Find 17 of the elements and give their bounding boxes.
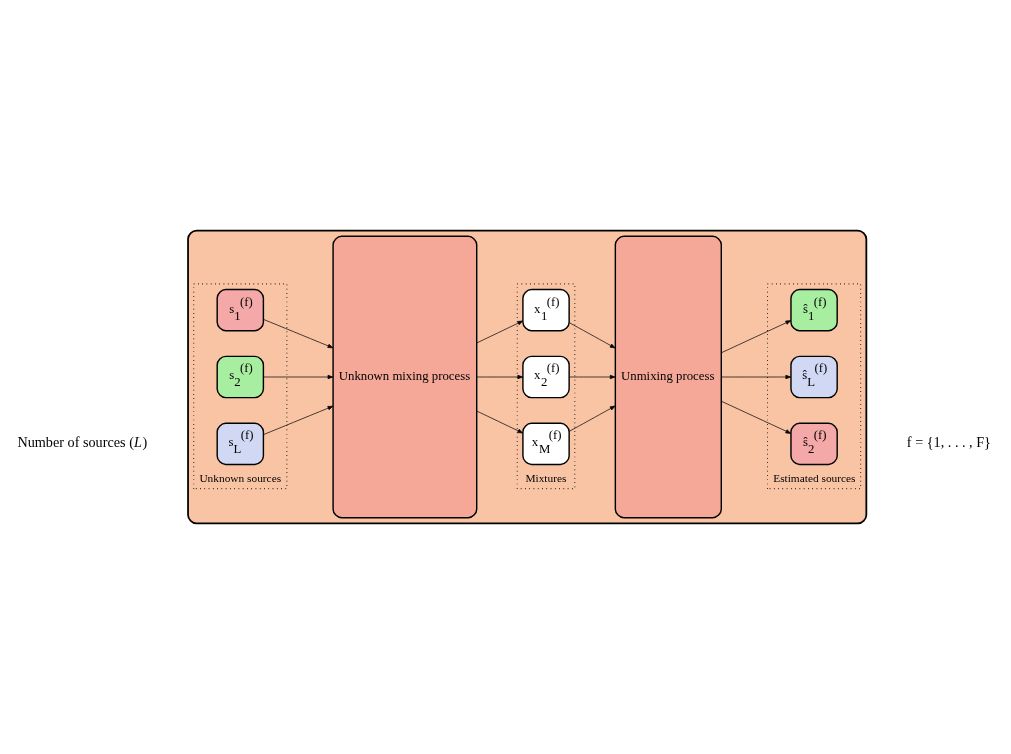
arrow bbox=[263, 374, 334, 380]
arrow bbox=[721, 374, 792, 380]
arrow bbox=[476, 374, 524, 380]
arrow bbox=[476, 410, 524, 434]
node-box: Unmixing process bbox=[614, 235, 722, 519]
node-box: Unknown mixing process bbox=[332, 235, 478, 519]
cluster bbox=[187, 229, 868, 525]
arrow bbox=[263, 405, 334, 435]
arrow bbox=[476, 320, 524, 344]
arrow bbox=[568, 322, 616, 349]
label: Number of sources (L) bbox=[17, 433, 148, 450]
arrow bbox=[263, 319, 334, 349]
arrow bbox=[721, 400, 792, 434]
arrow bbox=[568, 374, 616, 380]
label: f = {1, . . . , F} bbox=[906, 434, 991, 451]
arrow bbox=[568, 405, 616, 432]
arrow bbox=[721, 320, 792, 354]
